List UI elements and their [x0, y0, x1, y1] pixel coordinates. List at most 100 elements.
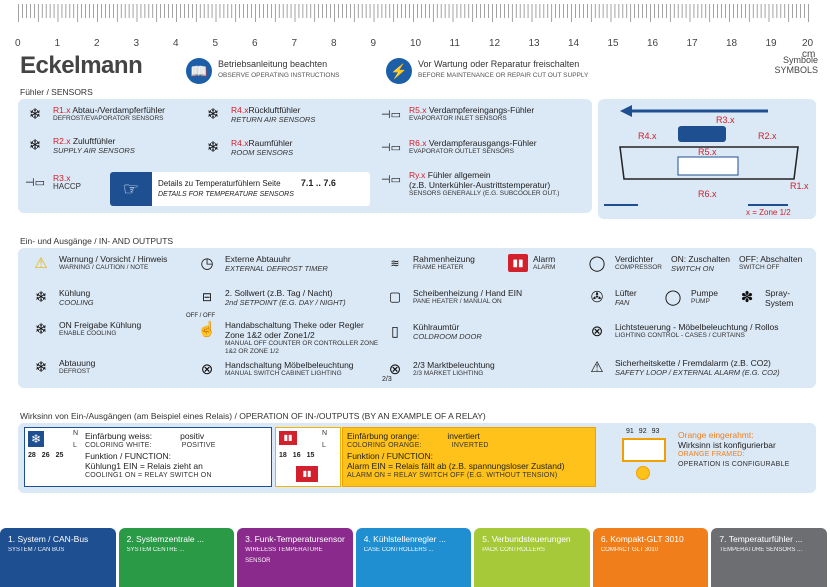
chapter-tab[interactable]: 7. Temperaturfühler ... TEMPERATURE SENSO…: [711, 528, 827, 587]
io-label-en: SAFETY LOOP / EXTERNAL ALARM (E.G. CO2): [615, 368, 780, 377]
io-label-en: 2nd SETPOINT (E.G. DAY / NIGHT): [225, 298, 346, 307]
relay-line: invertiert: [447, 431, 480, 441]
sensor-label: Verdampferausgangs-Fühler: [428, 138, 537, 148]
io-label: Verdichter: [615, 254, 654, 264]
sensor-ry: ⊣▭ Ry.x Fühler allgemein(z.B. Unterkühle…: [378, 170, 559, 198]
chapter-tab-label-en: TEMPERATURE SENSORS ...: [719, 547, 802, 553]
sensor-label: Verdampfereingangs-Fühler: [428, 105, 535, 115]
relay-line: Alarm EIN = Relais fällt ab (z.B. spannu…: [347, 461, 565, 471]
sensor-label: HACCP: [53, 182, 82, 191]
relay-l: L: [322, 442, 327, 449]
chapter-tab[interactable]: 2. Systemzentrale ...SYSTEM CENTRE ...: [118, 528, 235, 587]
pane-heater-icon: ▢: [388, 289, 402, 304]
sensor-label-en: SUPPLY AIR SENSORS: [53, 146, 135, 155]
relay-white-text: Einfärbung weiss:positiv COLORING WHITE:…: [85, 431, 216, 481]
diagram-label-r6: R6.x: [698, 189, 717, 199]
inlet-sensor-icon: ⊣▭: [381, 108, 401, 121]
io-off-label-en: SWITCH OFF: [739, 264, 780, 271]
case-diagram: R3.x R4.x R2.x R5.x R1.x R6.x x = Zone 1…: [598, 99, 816, 219]
chapter-tab-label: 7. Temperaturfühler ...: [719, 534, 803, 544]
io-on-label-en: SWITCH ON: [670, 264, 714, 273]
framed-text: Orange eingerahmt: Wirksinn ist konfigur…: [678, 430, 789, 470]
chapter-tab-label: 2. Systemzentrale ...: [126, 534, 205, 544]
warning-outline-icon: ⚠: [590, 359, 604, 376]
lighting-icon: ⊗: [590, 323, 604, 340]
io-manual-off: ☝ Handabschaltung Theke oder Regler Zone…: [194, 320, 385, 356]
relay-line: positiv: [180, 431, 205, 441]
alarm-badge-icon: ▮▮: [279, 431, 297, 445]
evaporator-block: [678, 126, 726, 142]
io-safety-loop: ⚠ Sicherheitskette / Fremdalarm (z.B. CO…: [584, 358, 780, 378]
relay-pin: 25: [55, 452, 64, 459]
framed-terminal-icon: [622, 438, 666, 462]
io-label-en: EXTERNAL DEFROST TIMER: [225, 264, 328, 273]
notice-operating: Betriebsanleitung beachten OBSERVE OPERA…: [218, 59, 339, 81]
io-label-en: COLDROOM DOOR: [413, 332, 482, 341]
ruler-number: 1: [54, 38, 61, 49]
snowflake-icon: ❄: [34, 289, 48, 306]
symbols-title-de: Symbole: [782, 55, 818, 65]
details-label: Details zu Temperaturfühlern Seite: [158, 179, 281, 188]
fan-icon: ✇: [590, 289, 604, 306]
general-sensor-icon: ⊣▭: [381, 173, 401, 186]
defrost-icon: ❄: [34, 359, 48, 376]
ruler-number: 9: [370, 38, 377, 49]
lamp-hand-icon: ⊗: [200, 361, 214, 378]
relay-line: Einfärbung weiss:: [85, 431, 153, 441]
sensor-label-en: SENSORS GENERALLY (E.G. SUBCOOLER OUT.): [409, 190, 560, 197]
chapter-tab-label-en: SYSTEM / CAN BUS: [8, 547, 65, 553]
diagram-label-r3: R3.x: [716, 115, 735, 125]
case-body: [619, 146, 799, 180]
framed-line: OPERATION IS CONFIGURABLE: [678, 461, 790, 468]
sensor-label-en: ROOM SENSORS: [231, 148, 294, 157]
relay-line: COOLING1 ON = RELAY SWITCH ON: [85, 472, 212, 479]
sensor-code: R2.x: [53, 136, 71, 146]
diagram-label-r1: R1.x: [790, 181, 809, 191]
chapter-tab-label-en: WIRELESS TEMPERATURE SENSOR: [245, 547, 323, 564]
relay-pin: 93: [651, 428, 660, 435]
io-label-en: PUMP: [691, 298, 710, 305]
sensor-code: R5.x: [409, 105, 427, 115]
io-prefix: ON: [59, 320, 72, 330]
outlet-sensor-icon: ⊣▭: [381, 141, 401, 154]
io-on-label: ON: Zuschalten: [670, 254, 731, 264]
io-label: Spray-System: [765, 288, 794, 308]
chapter-tab[interactable]: 4. Kühlstellenregler ...CASE CONTROLLERS…: [355, 528, 472, 587]
ruler-number: 3: [133, 38, 140, 49]
io-label: Kühlung: [59, 288, 91, 298]
relay-line: POSITIVE: [181, 442, 216, 449]
relay-pin: 91: [626, 428, 634, 435]
display-case-diagram: R3.x R4.x R2.x R5.x R1.x R6.x x = Zone 1…: [604, 105, 809, 217]
relay-n: N: [322, 430, 328, 437]
sensor-icon: ⊣▭: [25, 176, 45, 189]
pointing-hand-icon: ☞: [110, 172, 152, 206]
io-off-prefix: OFF / OFF: [186, 313, 215, 319]
notice-maintenance-en: BEFORE MAINTENANCE OR REPAIR CUT OUT SUP…: [418, 72, 589, 79]
io-label: Alarm: [533, 254, 556, 264]
sensor-label-en: EVAPORATOR INLET SENSORS: [409, 115, 507, 122]
relay-pin: 16: [292, 452, 301, 459]
io-label-en: MANUAL OFF COUNTER OR CONTROLLER ZONE 1&…: [225, 340, 379, 355]
io-label-en: ENABLE COOLING: [59, 330, 117, 337]
io-label-en: MANUAL SWITCH CABINET LIGHTING: [225, 370, 342, 377]
sensor-code: Ry.x: [409, 170, 426, 180]
disconnect-icon: ⚡: [386, 58, 412, 84]
sensor-code: R4.x: [231, 138, 249, 148]
io-label-en: LIGHTING CONTROL - CASES / CURTAINS: [615, 332, 745, 339]
io-label: Scheibenheizung / Hand EIN: [413, 288, 523, 298]
